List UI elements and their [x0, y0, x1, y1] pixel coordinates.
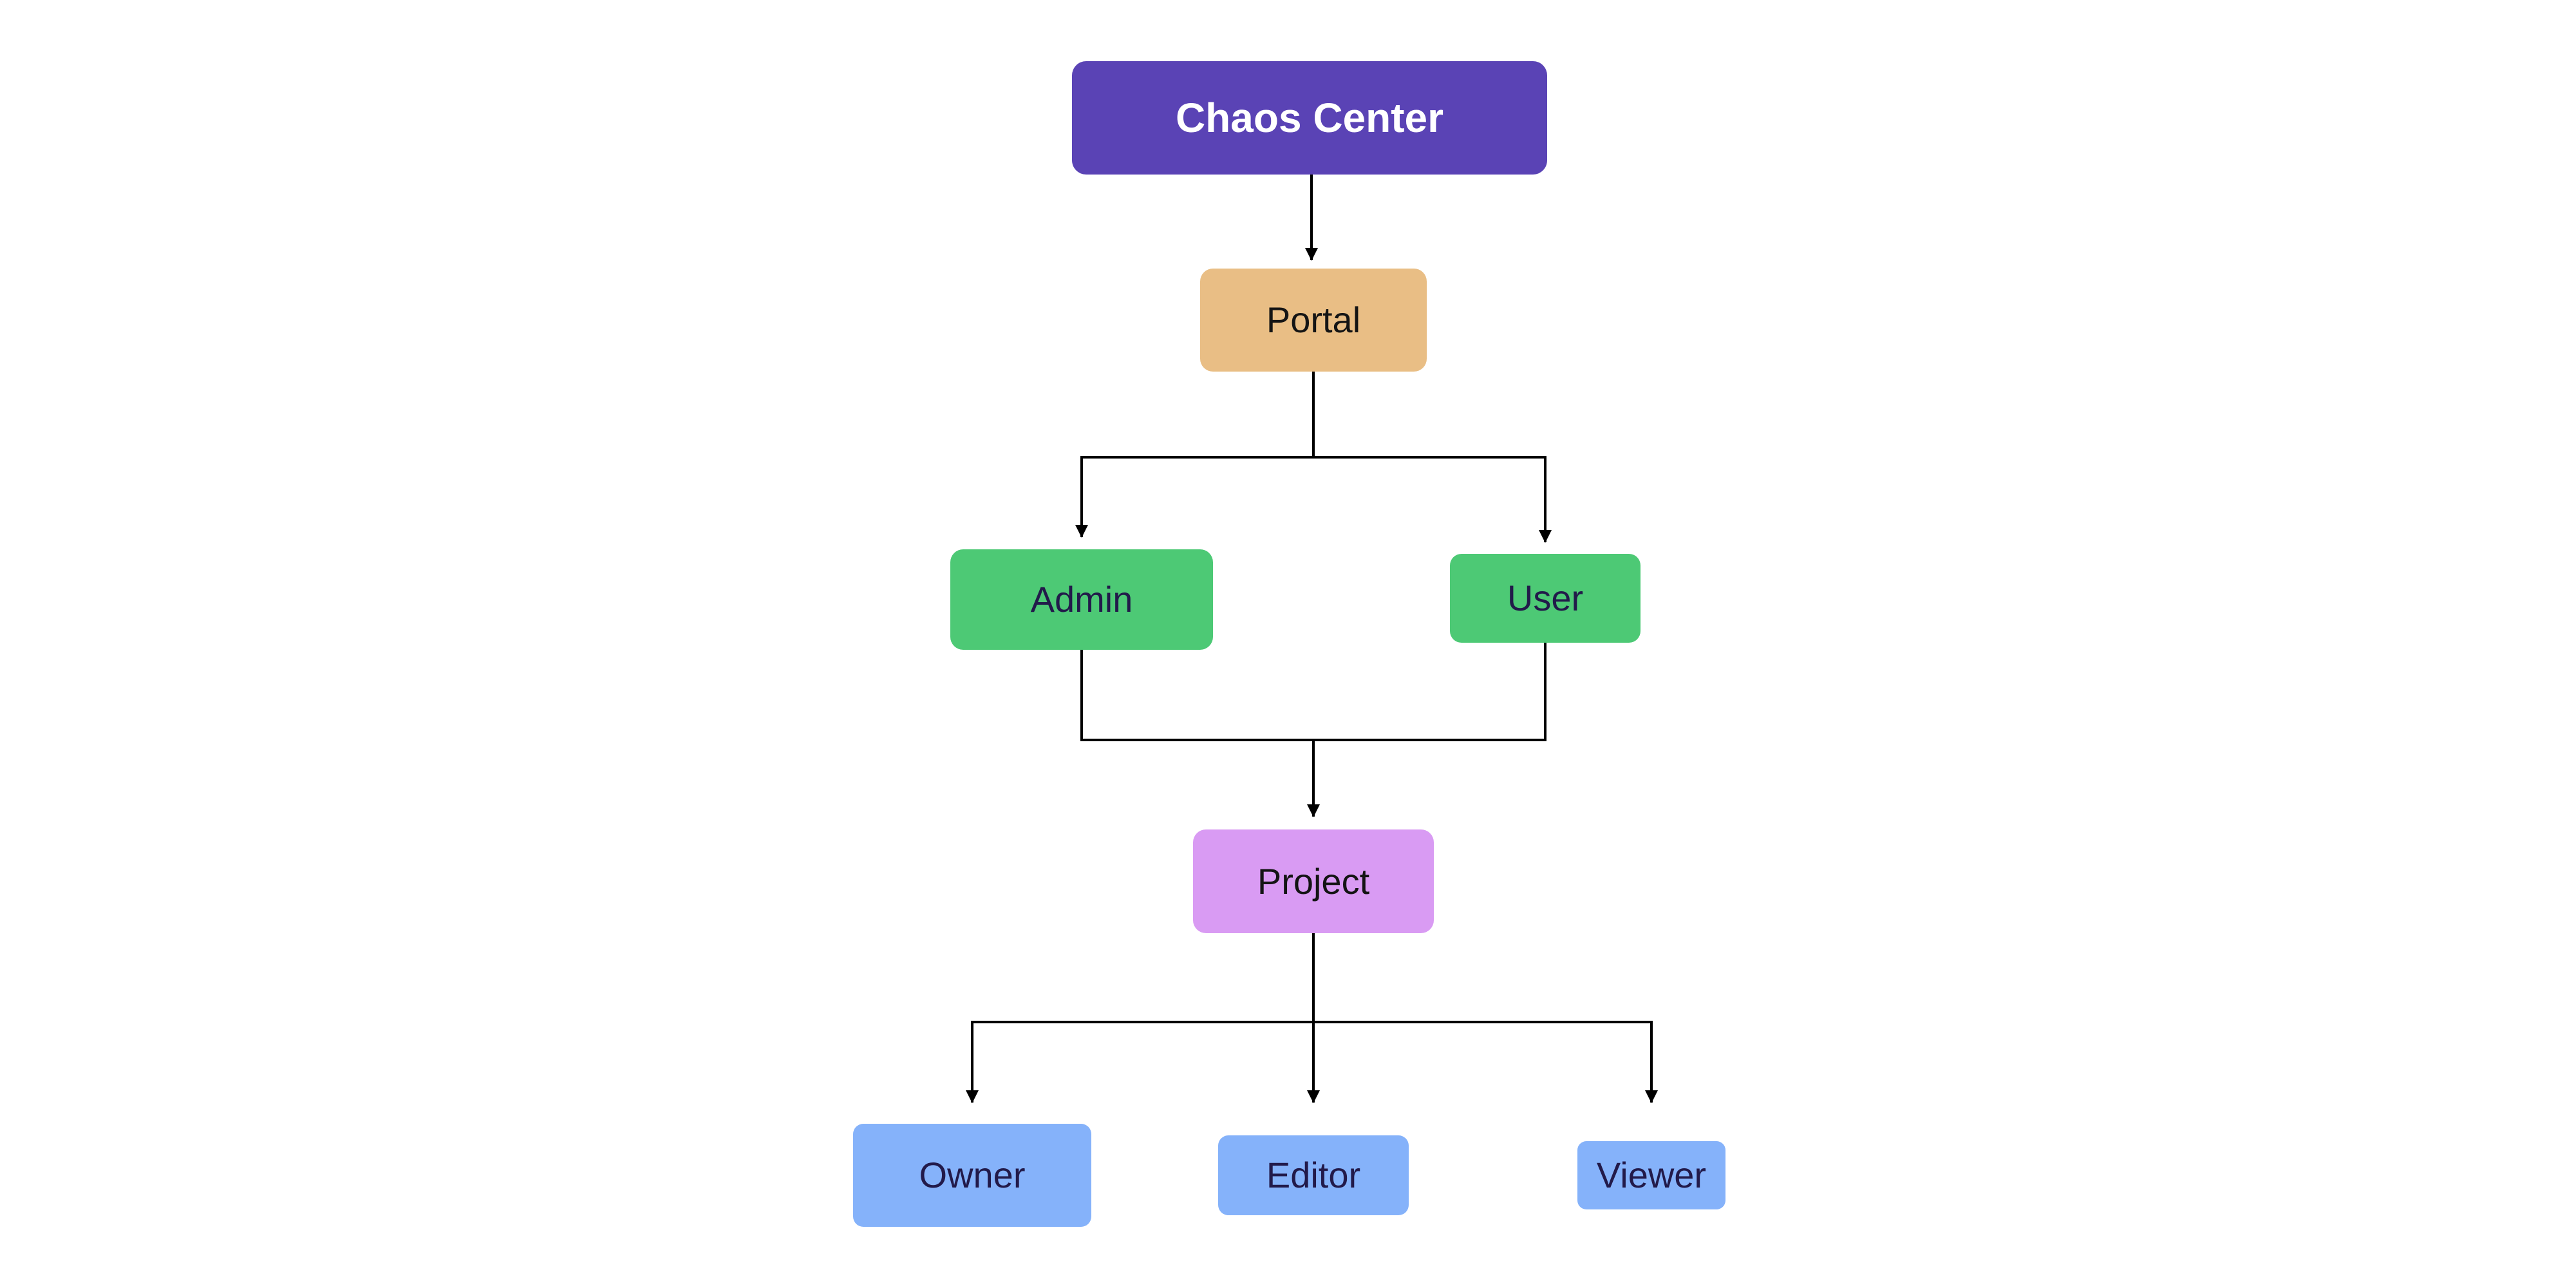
node-owner: Owner	[853, 1124, 1091, 1227]
node-portal-label: Portal	[1266, 299, 1361, 340]
edge-project-owner	[966, 933, 1315, 1103]
node-admin-label: Admin	[1030, 579, 1133, 620]
node-user-label: User	[1507, 578, 1584, 618]
node-portal: Portal	[1200, 269, 1427, 372]
edge-portal-user	[1312, 372, 1552, 543]
node-chaos-center-label: Chaos Center	[1175, 95, 1444, 141]
node-editor-label: Editor	[1266, 1155, 1361, 1195]
node-viewer: Viewer	[1577, 1141, 1725, 1209]
node-project-label: Project	[1257, 860, 1370, 902]
edge-portal-admin	[1075, 372, 1315, 538]
node-viewer-label: Viewer	[1596, 1155, 1707, 1195]
node-project: Project	[1193, 829, 1434, 933]
node-editor: Editor	[1218, 1135, 1409, 1215]
node-owner-label: Owner	[919, 1155, 1026, 1195]
node-user: User	[1450, 554, 1641, 643]
node-chaos-center: Chaos Center	[1072, 61, 1547, 175]
edge-admin-project	[1080, 650, 1320, 817]
edge-project-viewer	[1312, 933, 1658, 1103]
edge-user-project	[1313, 643, 1547, 741]
edge-group	[966, 175, 1658, 1103]
node-admin: Admin	[950, 549, 1213, 650]
